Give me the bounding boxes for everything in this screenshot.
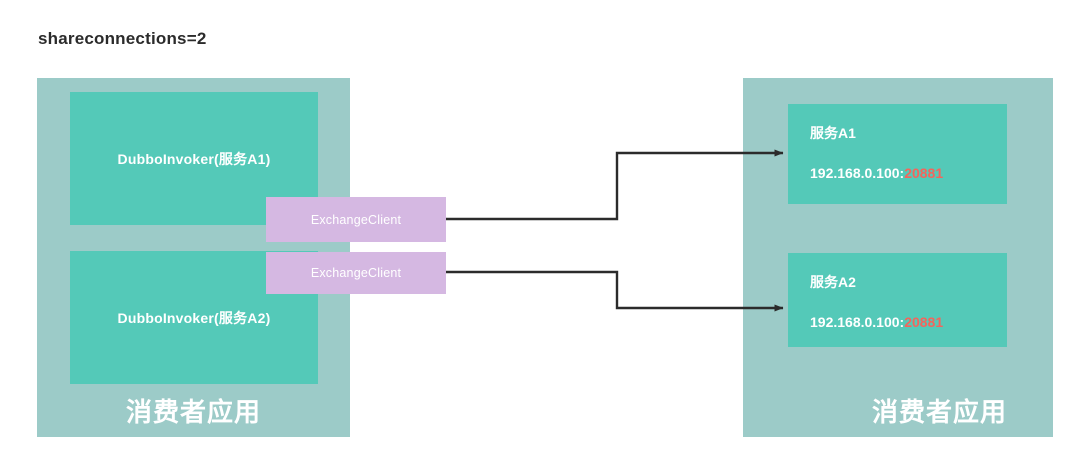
service-a2-box: 服务A2 192.168.0.100:20881 <box>788 253 1007 347</box>
service-a1-port: 20881 <box>904 165 944 181</box>
service-a2-port: 20881 <box>904 314 944 330</box>
service-a2-name: 服务A2 <box>810 274 856 290</box>
dubbo-invoker-a2-label: DubboInvoker(服务A2) <box>117 309 271 326</box>
dubbo-invoker-a1-label: DubboInvoker(服务A1) <box>117 150 271 167</box>
service-a1-host: 192.168.0.100: <box>810 165 905 181</box>
consumer-application-label: 消费者应用 <box>125 397 261 428</box>
exchange-client-2-label: ExchangeClient <box>310 266 402 280</box>
exchange-client-1-box: ExchangeClient <box>266 197 446 242</box>
service-a1-name: 服务A1 <box>810 125 856 141</box>
service-a2-host: 192.168.0.100: <box>810 314 905 330</box>
diagram-title: shareconnections=2 <box>38 29 207 48</box>
exchange-client-2-box: ExchangeClient <box>266 252 446 294</box>
service-a2-address: 192.168.0.100:20881 <box>810 315 1007 329</box>
connector-exchange-client-1-to-service-a1 <box>444 149 784 221</box>
service-a1-address: 192.168.0.100:20881 <box>810 166 1007 180</box>
provider-application-label: 消费者应用 <box>871 397 1007 428</box>
connector-exchange-client-2-to-service-a2 <box>444 270 784 312</box>
service-a1-box: 服务A1 192.168.0.100:20881 <box>788 104 1007 204</box>
exchange-client-1-label: ExchangeClient <box>310 212 402 227</box>
